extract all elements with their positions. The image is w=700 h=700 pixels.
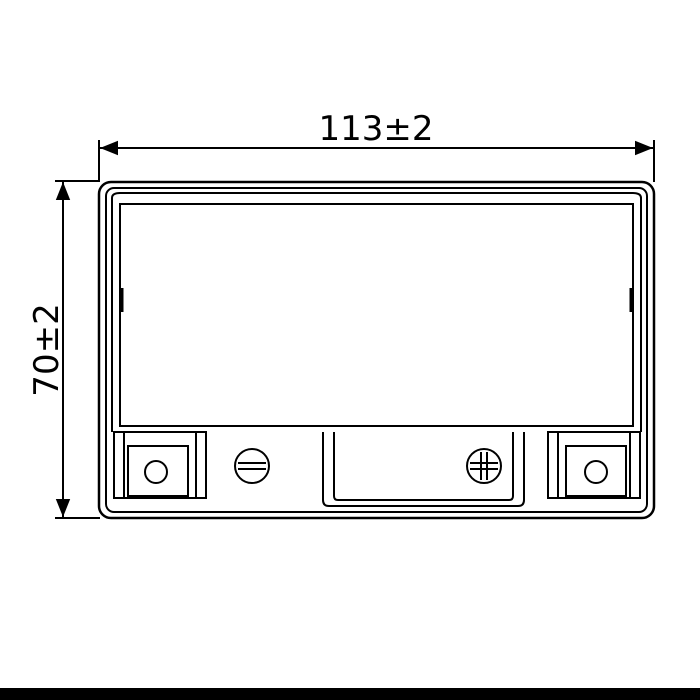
positive-polarity-mark — [466, 448, 502, 484]
left-terminal-block — [113, 431, 207, 499]
center-recess — [322, 432, 525, 507]
left-terminal-bolt-hole — [144, 460, 168, 484]
width-dimension: 113±2 — [98, 109, 655, 182]
height-dimension-label: 70±2 — [27, 303, 67, 396]
right-terminal-housing — [547, 431, 641, 499]
center-recess-inner — [333, 432, 514, 501]
minus-icon — [234, 448, 270, 484]
width-dimension-label: 113±2 — [318, 109, 433, 149]
battery-body — [97, 180, 656, 520]
battery-lid — [111, 192, 642, 432]
bottom-border-bar — [0, 688, 700, 700]
battery-lid-inner — [119, 203, 634, 427]
left-terminal-post — [127, 445, 189, 497]
negative-polarity-mark — [234, 448, 270, 484]
plus-icon — [466, 448, 502, 484]
right-terminal-bolt-hole — [584, 460, 608, 484]
right-terminal-block — [547, 431, 641, 499]
left-terminal-housing — [113, 431, 207, 499]
height-dimension: 70±2 — [27, 180, 100, 519]
battery-outer-outline — [97, 180, 656, 520]
battery-inner-outline — [105, 187, 648, 513]
right-terminal-post — [565, 445, 627, 497]
